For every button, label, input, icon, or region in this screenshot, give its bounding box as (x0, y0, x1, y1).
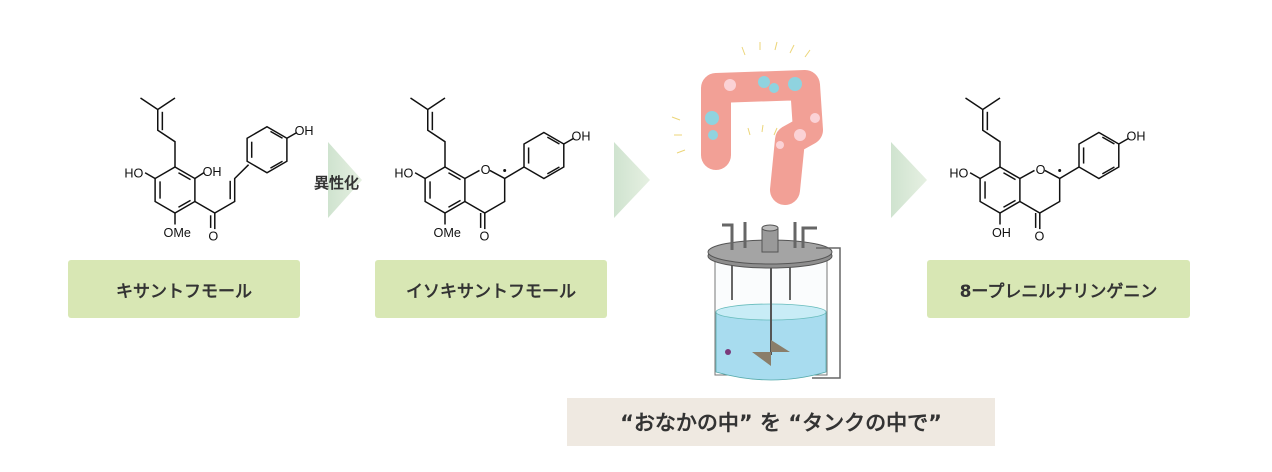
methoxy-label: OMe (164, 226, 191, 240)
hydroxy-label: OH (572, 130, 591, 144)
isoxanthohumol-structure: O HO OH OMe O (394, 97, 591, 244)
hydroxy-label: OH (992, 226, 1011, 240)
hydroxy-label: OH (295, 124, 314, 138)
compound-label-8-prenylnaringenin: 8ープレニルナリンゲニン (927, 260, 1190, 318)
fermentation-tank-illustration (707, 222, 841, 381)
carbonyl-label: O (208, 230, 218, 244)
xanthohumol-structure: HO OH OH OMe O (124, 97, 314, 244)
arrow-icon (328, 142, 362, 218)
isomerization-label: 異性化 (314, 174, 360, 192)
compound-label-isoxanthohumol: イソキサントフモール (375, 260, 607, 318)
hydroxy-label: HO (949, 166, 968, 180)
hydroxy-label: HO (394, 166, 413, 180)
hydroxy-label: OH (203, 165, 222, 179)
methoxy-label: OMe (434, 226, 461, 240)
carbonyl-label: O (1035, 230, 1045, 244)
hydroxy-label: OH (1127, 130, 1146, 144)
ring-oxygen-label: O (481, 163, 491, 177)
intestine-illustration (671, 41, 823, 205)
hydroxy-label: HO (124, 166, 143, 180)
ring-oxygen-label: O (1036, 163, 1046, 177)
arrow-icon (891, 142, 927, 218)
caption: “おなかの中” を “タンクの中で” (567, 398, 995, 446)
arrow-icon (614, 142, 650, 218)
compound-label-xanthohumol: キサントフモール (68, 260, 300, 318)
carbonyl-label: O (480, 230, 490, 244)
8-prenylnaringenin-structure: O HO OH OH O (949, 97, 1146, 244)
